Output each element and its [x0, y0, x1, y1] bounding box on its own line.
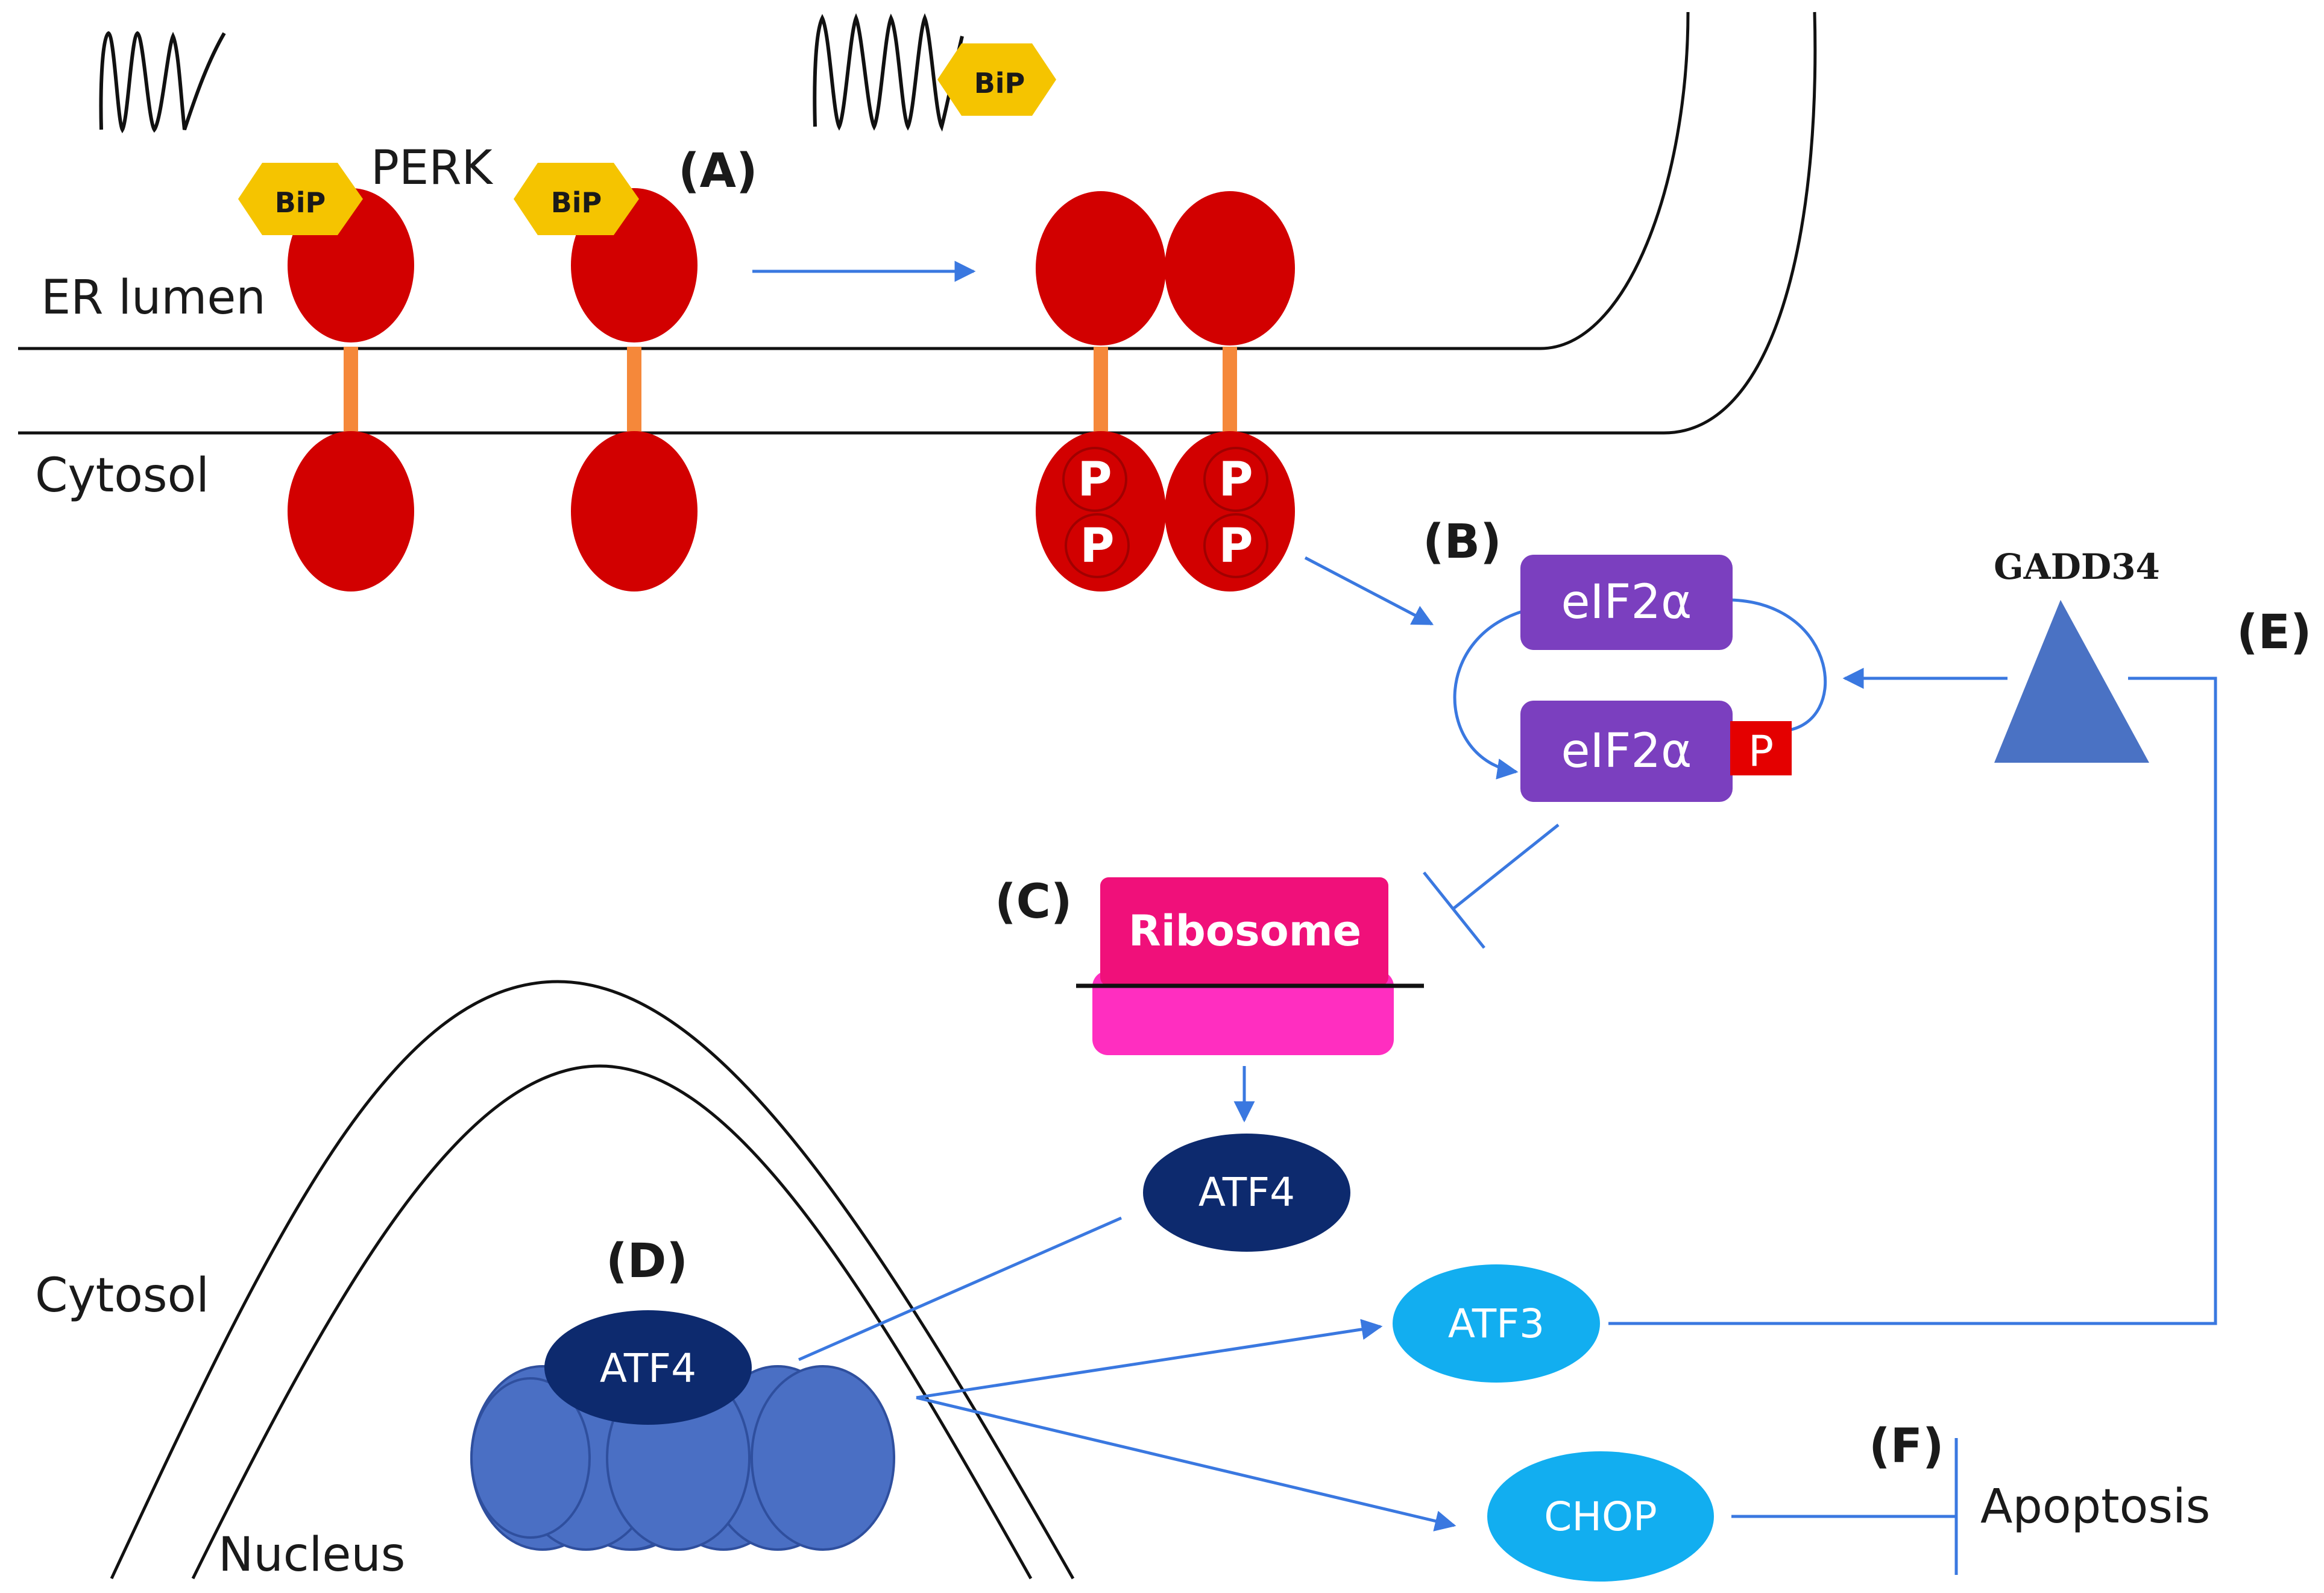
atf4-oval [544, 1310, 752, 1425]
bip-bound: BiP [514, 163, 639, 235]
phospho-label: P [1218, 453, 1253, 507]
atf4-to-atf3-arrow [916, 1319, 1383, 1399]
ribosome: Ribosome [1076, 877, 1424, 1055]
phospho-tag [1730, 721, 1792, 775]
unfolded-protein-squiggle [99, 31, 226, 134]
gadd34-triangle [1994, 600, 2149, 763]
nuclear-envelope-outer [110, 980, 1075, 1580]
perk-transmembrane-linker [1223, 347, 1237, 434]
panel-label-c: (C) [995, 875, 1072, 929]
er-membrane-outer [18, 11, 1690, 350]
panel-label-e: (E) [2237, 605, 2312, 660]
phospho-group [1065, 513, 1130, 578]
eif2a-label: eIF2α [1561, 724, 1692, 778]
panel-label-d: (D) [606, 1234, 688, 1289]
eif2a-label: eIF2α [1561, 575, 1692, 629]
bip-released: BiP [937, 43, 1056, 116]
cytosol-label-top: Cytosol [35, 449, 209, 503]
ribosome-small-subunit [1092, 971, 1394, 1055]
perk-cytosolic-domain [288, 431, 414, 591]
perk-label: PERK [371, 141, 494, 195]
atf4-label: ATF4 [1198, 1169, 1295, 1216]
bip-hexagon [937, 43, 1056, 116]
bip-bound: BiP [238, 163, 363, 235]
panel-label-a: (A) [678, 144, 758, 198]
atf4-translocation-line [798, 1216, 1123, 1361]
perk-transmembrane-linker [627, 347, 641, 434]
perk-monomer [288, 188, 414, 591]
chop: CHOP [1487, 1451, 1714, 1582]
eif2a-inhibits-ribosome [1453, 824, 1560, 909]
nuclear-envelope-inner [191, 1064, 1033, 1580]
perk-to-eif2a-arrow [1304, 556, 1434, 626]
atf3-label: ATF3 [1448, 1301, 1545, 1347]
eif2a-cycle-right [1730, 598, 1827, 733]
perk-luminal-domain [1165, 191, 1295, 345]
ribosome-label: Ribosome [1129, 906, 1361, 956]
atf4-label: ATF4 [600, 1345, 696, 1392]
nucleosome [751, 1365, 895, 1551]
gadd34-label: GADD34 [1994, 546, 2160, 587]
phospho-label: P [1077, 453, 1112, 507]
chop-oval [1487, 1451, 1714, 1582]
unfolded-protein-squiggle [813, 13, 964, 132]
eif2a-box [1520, 555, 1733, 650]
apoptosis-label: Apoptosis [1980, 1480, 2210, 1534]
eif2a-box [1520, 701, 1733, 802]
atf3: ATF3 [1393, 1264, 1600, 1383]
phospho-label: P [1218, 519, 1253, 573]
bip-hexagon [238, 163, 363, 235]
inhibition-bar [1423, 871, 1485, 949]
eif2a: eIF2α [1520, 555, 1733, 650]
nucleus-label: Nucleus [218, 1528, 405, 1582]
bip-label: BiP [275, 186, 326, 219]
eif2a-phosphorylated: eIF2α P [1520, 701, 1792, 802]
phospho-label: P [1748, 727, 1774, 776]
er-membrane [18, 11, 1817, 435]
bip-label: BiP [974, 67, 1025, 99]
atf3-to-gadd34-line [1608, 677, 2217, 1325]
atf3-oval [1393, 1264, 1600, 1383]
phospho-label: P [1080, 519, 1114, 573]
perk-luminal-domain [1036, 191, 1166, 345]
phospho-group [1062, 447, 1127, 512]
atf4-cytosolic: ATF4 [1143, 1134, 1350, 1252]
er-lumen-label: ER lumen [41, 271, 266, 325]
atf4-to-chop-arrow [916, 1396, 1456, 1531]
atf4-nuclear: ATF4 [544, 1310, 752, 1425]
ribosome-large-subunit [1100, 877, 1388, 986]
perk-transmembrane-linker [344, 347, 358, 434]
atf4-oval [1143, 1134, 1350, 1252]
phospho-group [1203, 447, 1268, 512]
cytosol-label-bottom: Cytosol [35, 1269, 209, 1323]
perk-cytosolic-domain [571, 431, 698, 591]
perk-transmembrane-linker [1094, 347, 1108, 434]
phospho-group [1203, 513, 1268, 578]
nuclear-envelope [110, 980, 1075, 1580]
panel-label-f: (F) [1869, 1419, 1944, 1474]
bip-label: BiP [551, 186, 602, 219]
chop-label: CHOP [1544, 1494, 1657, 1540]
bip-hexagon [514, 163, 639, 235]
perk-monomer [571, 188, 698, 591]
panel-label-b: (B) [1423, 515, 1502, 569]
er-membrane-inner [18, 11, 1817, 435]
nucleosome [470, 1377, 591, 1539]
eif2a-cycle-left [1453, 607, 1532, 780]
perk-dimer-activated: P P P P [1036, 191, 1295, 591]
